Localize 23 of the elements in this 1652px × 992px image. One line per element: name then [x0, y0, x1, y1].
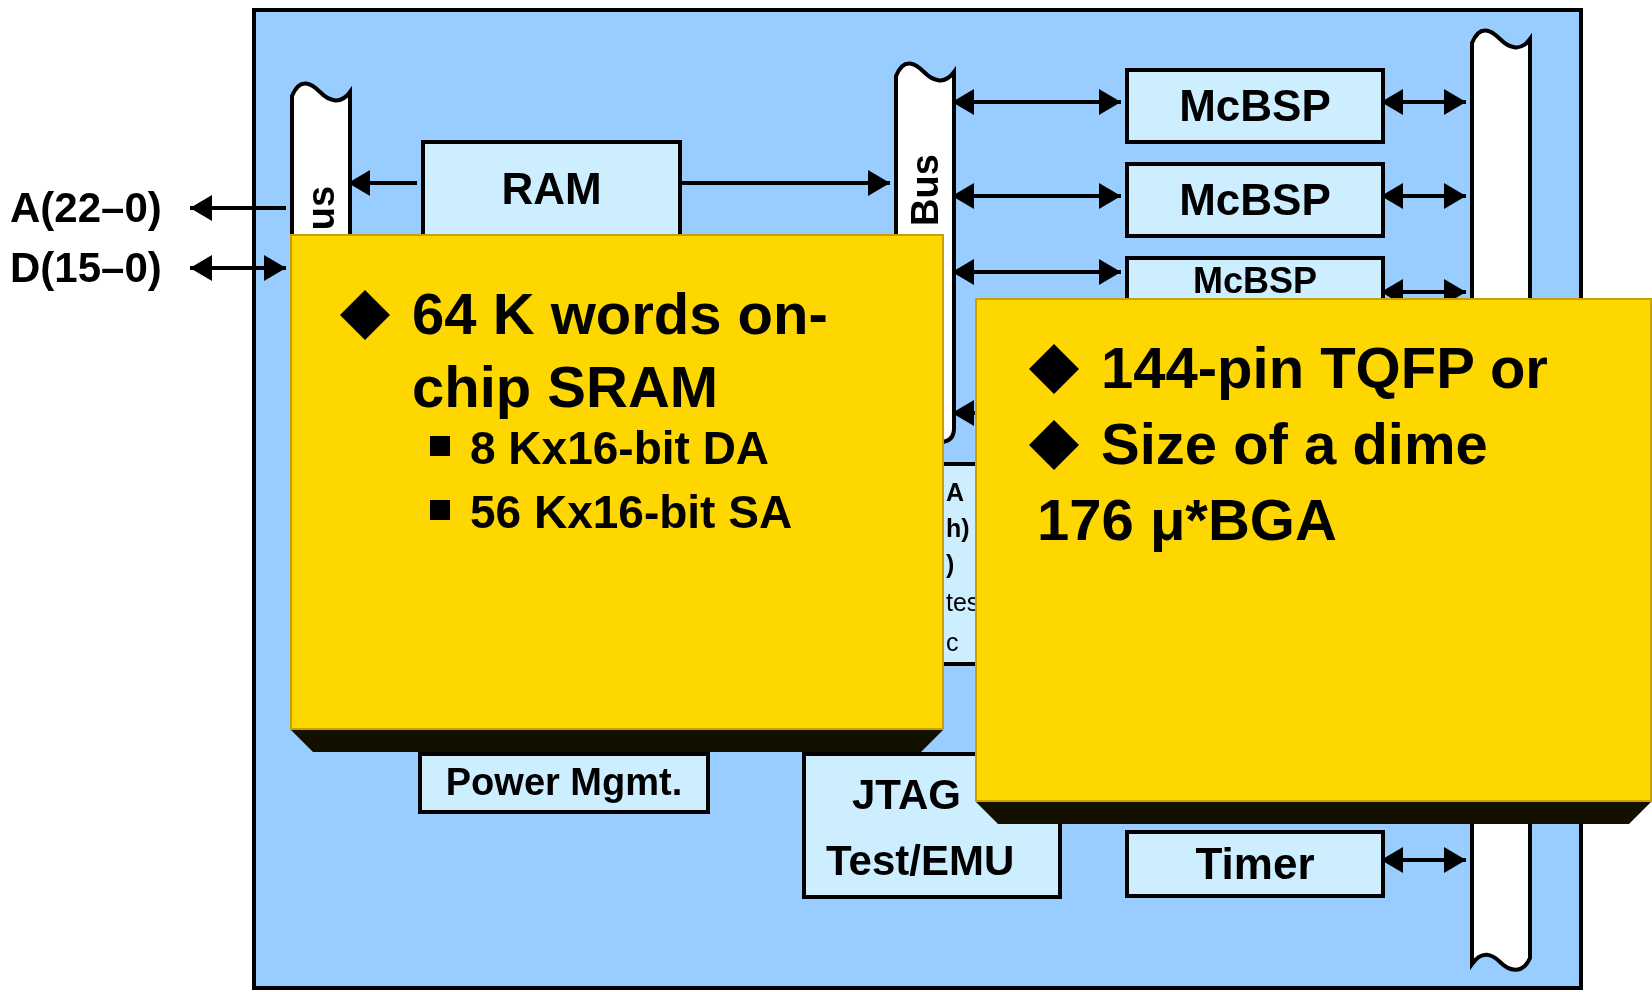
bullet-text: Size of a dime [1101, 410, 1488, 478]
bullet-text: 64 K words on-chip SRAM [412, 280, 829, 421]
bus-label: us [302, 185, 340, 231]
bullet-text: 56 Kx16-bit SA [470, 485, 793, 540]
text-fragment: h) [946, 516, 970, 541]
module-box: Timer [1125, 830, 1385, 898]
double-arrow [190, 255, 286, 281]
bullet-text: 8 Kx16-bit DA [470, 421, 770, 476]
module-label: JTAG [852, 774, 961, 816]
module-box: McBSP [1125, 162, 1385, 238]
module-box: McBSP [1125, 68, 1385, 144]
bus-label: Bus [906, 154, 944, 226]
signal-label: A(22–0) [10, 182, 190, 234]
bullet-text: 176 μ*BGA [1037, 486, 1337, 554]
module-box: RAM [421, 140, 682, 234]
module-box: Power Mgmt. [418, 752, 710, 814]
module-label: Test/EMU [826, 840, 1015, 882]
arrow [190, 195, 286, 221]
text-fragment: ) [946, 552, 955, 577]
signal-label: D(15–0) [10, 242, 190, 294]
text-fragment: c [946, 630, 959, 655]
text-fragment: A [946, 480, 965, 505]
bullet-text: 144-pin TQFP or [1101, 334, 1548, 402]
